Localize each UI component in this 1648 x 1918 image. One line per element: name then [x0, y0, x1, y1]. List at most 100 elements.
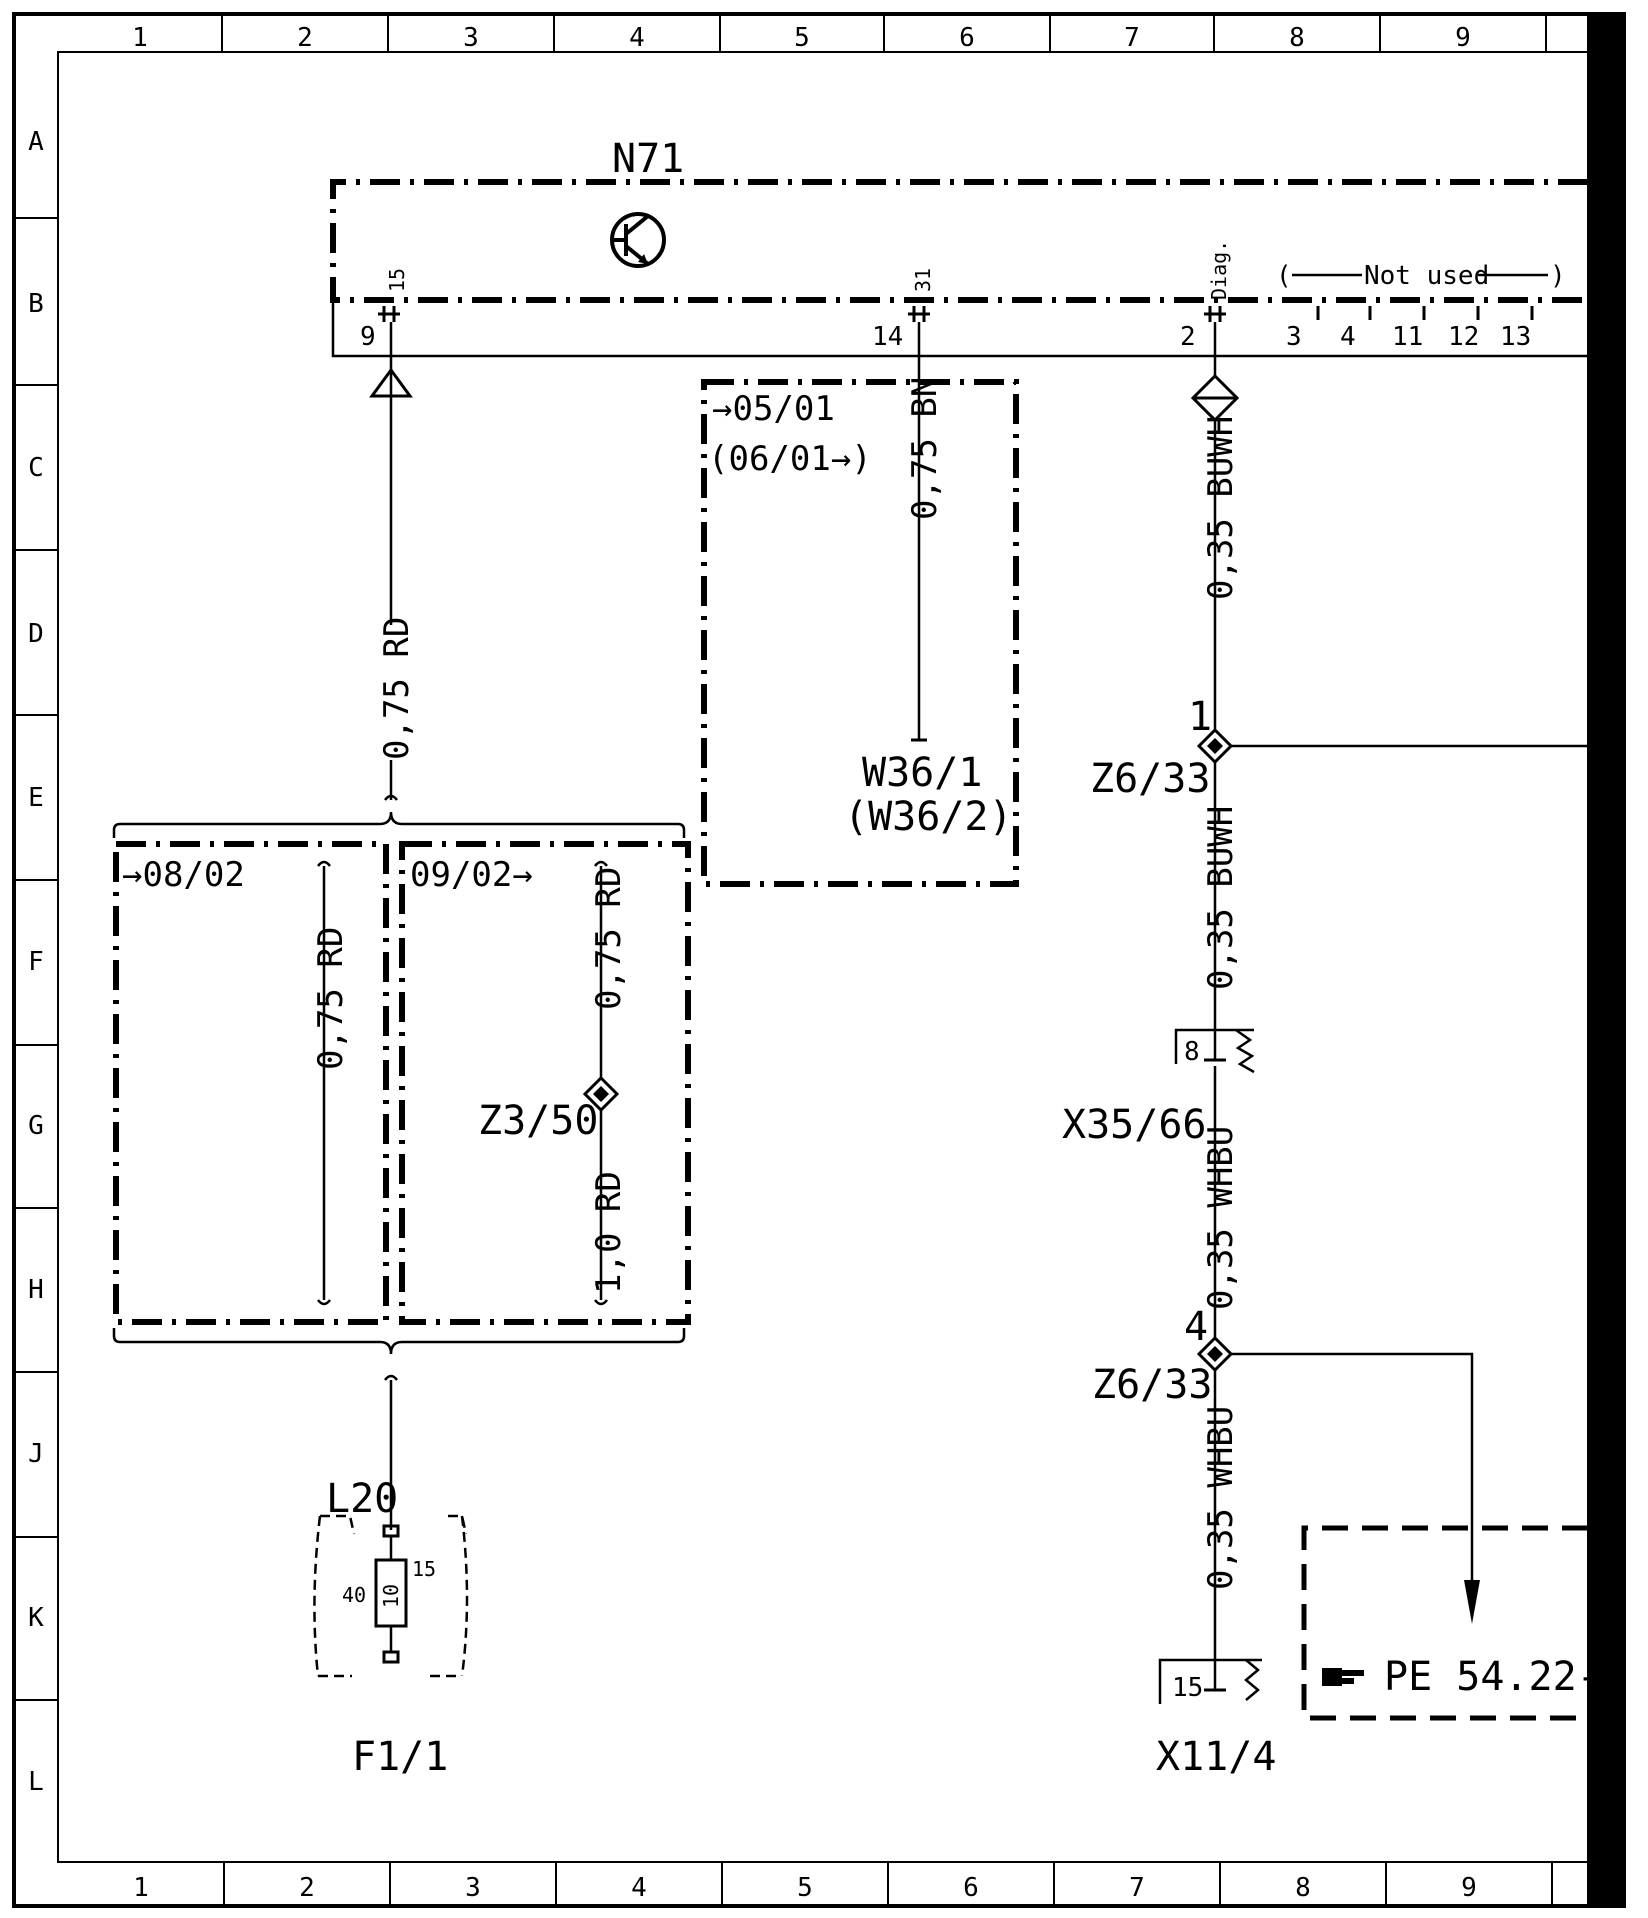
connector-x114-label: X11/4: [1156, 1734, 1276, 1780]
svg-text:(: (: [1276, 261, 1292, 291]
unused-pin-3: 3: [1286, 322, 1302, 352]
pin-2-terminal: [1204, 306, 1226, 322]
reference-box: [1301, 1525, 1588, 1721]
column-labels-top: 1 2 3 4 5 6 7 8 9: [132, 23, 1471, 53]
diag-connector-icon: [1190, 373, 1240, 423]
transistor-icon: [610, 212, 666, 268]
wire-to-reference: [1231, 1352, 1474, 1610]
unused-pin-4: 4: [1340, 322, 1356, 352]
ground-w362-label: (W36/2): [844, 794, 1013, 840]
connector-x3566-icon: [1174, 1000, 1255, 1074]
col-8: 8: [1289, 23, 1305, 53]
col-6-bottom: 6: [963, 1873, 979, 1903]
pin-14-terminal: [908, 306, 930, 322]
col-2: 2: [297, 23, 313, 53]
col-7: 7: [1124, 23, 1140, 53]
col-5: 5: [794, 23, 810, 53]
n71-connector-line: [331, 300, 1588, 358]
variant-0601-label: (06/01→): [708, 439, 872, 479]
pointing-hand-icon: [1322, 1668, 1364, 1686]
row-A: A: [28, 127, 44, 157]
wire-rd-right-label: 0,75 RD: [589, 867, 629, 1010]
wire-whbu-mid-label: 0,35 WHBU: [1201, 1126, 1241, 1310]
connector-x3566-label: X35/66: [1062, 1102, 1207, 1148]
pin-14-label: 14: [872, 322, 903, 352]
wire-whbu-bot-label: 0,35 WHBU: [1201, 1406, 1241, 1590]
col-5-bottom: 5: [797, 1873, 813, 1903]
col-2-bottom: 2: [299, 1873, 315, 1903]
pin-9-label: 9: [360, 322, 376, 352]
row-dividers: [14, 217, 58, 1701]
n71-box: [330, 179, 1588, 303]
col-6: 6: [959, 23, 975, 53]
splice-lower-label: Z6/33: [1092, 1362, 1212, 1408]
row-D: D: [28, 619, 44, 649]
row-labels: A B C D E F G H J K L: [28, 127, 44, 1797]
fuse-pin-15: 15: [412, 1557, 436, 1581]
row-H: H: [28, 1275, 44, 1305]
unused-pins: 3 4 11 12 13: [1286, 306, 1534, 352]
pin-14-func: 31: [911, 268, 935, 292]
not-used-bracket: ( Not used ): [1276, 261, 1566, 291]
variant-box-0501: [701, 379, 1019, 887]
row-J: J: [28, 1439, 44, 1469]
unused-pin-11: 11: [1392, 322, 1423, 352]
col-4: 4: [629, 23, 645, 53]
variant-box-0802: [113, 841, 389, 1325]
wire-buwh-mid-label: 0,35 BUWH: [1201, 806, 1241, 990]
col-4-bottom: 4: [631, 1873, 647, 1903]
col-1-bottom: 1: [133, 1873, 149, 1903]
splice-z350-label: Z3/50: [478, 1098, 598, 1144]
wire-bn-label: 0,75 BN: [905, 377, 945, 520]
pin-9-func: 15: [385, 268, 409, 292]
brace-top: [112, 811, 686, 838]
connector-x3566-pin: 8: [1184, 1037, 1200, 1067]
column-labels-bottom: 1 2 3 4 5 6 7 8 9: [133, 1873, 1477, 1903]
wire-rd-top-label: 0,75 RD: [377, 617, 417, 760]
wire-rd-10-label: 1,0 RD: [589, 1171, 629, 1294]
variant-0501-label: →05/01: [712, 389, 835, 429]
svg-text:): ): [1550, 261, 1566, 291]
wire-buwh-top-label: 0,35 BUWH: [1201, 416, 1241, 600]
row-B: B: [28, 289, 44, 319]
col-1: 1: [132, 23, 148, 53]
ground-w361-label: W36/1: [862, 750, 982, 796]
n71-label: N71: [612, 136, 684, 182]
splice-upper-pin: 1: [1188, 694, 1212, 740]
column-dividers-top: [221, 14, 1547, 52]
arrow-down-icon: [1464, 1580, 1480, 1624]
pin-9-terminal: [378, 306, 400, 322]
variant-box-0902: [399, 841, 691, 1325]
reference-label: PE 54.22-U: [1384, 1654, 1625, 1700]
splice-lower-pin: 4: [1184, 1304, 1208, 1350]
row-F: F: [28, 947, 44, 977]
brace-bottom: [112, 1328, 686, 1355]
col-8-bottom: 8: [1295, 1873, 1311, 1903]
splice-upper-label: Z6/33: [1090, 756, 1210, 802]
fuse-block: [313, 1514, 469, 1678]
connector-x114-icon: [1158, 1658, 1262, 1704]
unused-pin-12: 12: [1448, 322, 1479, 352]
fuse-pin-40: 40: [342, 1583, 366, 1607]
col-7-bottom: 7: [1129, 1873, 1145, 1903]
row-E: E: [28, 783, 44, 813]
wire-rd-left-label: 0,75 RD: [311, 927, 351, 1070]
unused-pin-13: 13: [1500, 322, 1531, 352]
connector-x114-pin: 15: [1172, 1673, 1203, 1703]
fuse-ref-label: F1/1: [352, 1734, 448, 1780]
col-9-bottom: 9: [1461, 1873, 1477, 1903]
pin-2-func: Diag.: [1207, 240, 1231, 300]
col-3: 3: [463, 23, 479, 53]
variant-0902-label: 09/02→: [410, 855, 533, 895]
row-L: L: [28, 1767, 44, 1797]
col-3-bottom: 3: [465, 1873, 481, 1903]
pin-2-label: 2: [1180, 322, 1196, 352]
row-G: G: [28, 1111, 44, 1141]
variant-0802-label: →08/02: [122, 855, 245, 895]
fuse-block-label: L20: [326, 1476, 398, 1522]
not-used-label: Not used: [1364, 261, 1489, 291]
inner-frame: [57, 51, 1589, 1863]
col-9: 9: [1455, 23, 1471, 53]
fuse-rating: 10: [379, 1584, 403, 1608]
